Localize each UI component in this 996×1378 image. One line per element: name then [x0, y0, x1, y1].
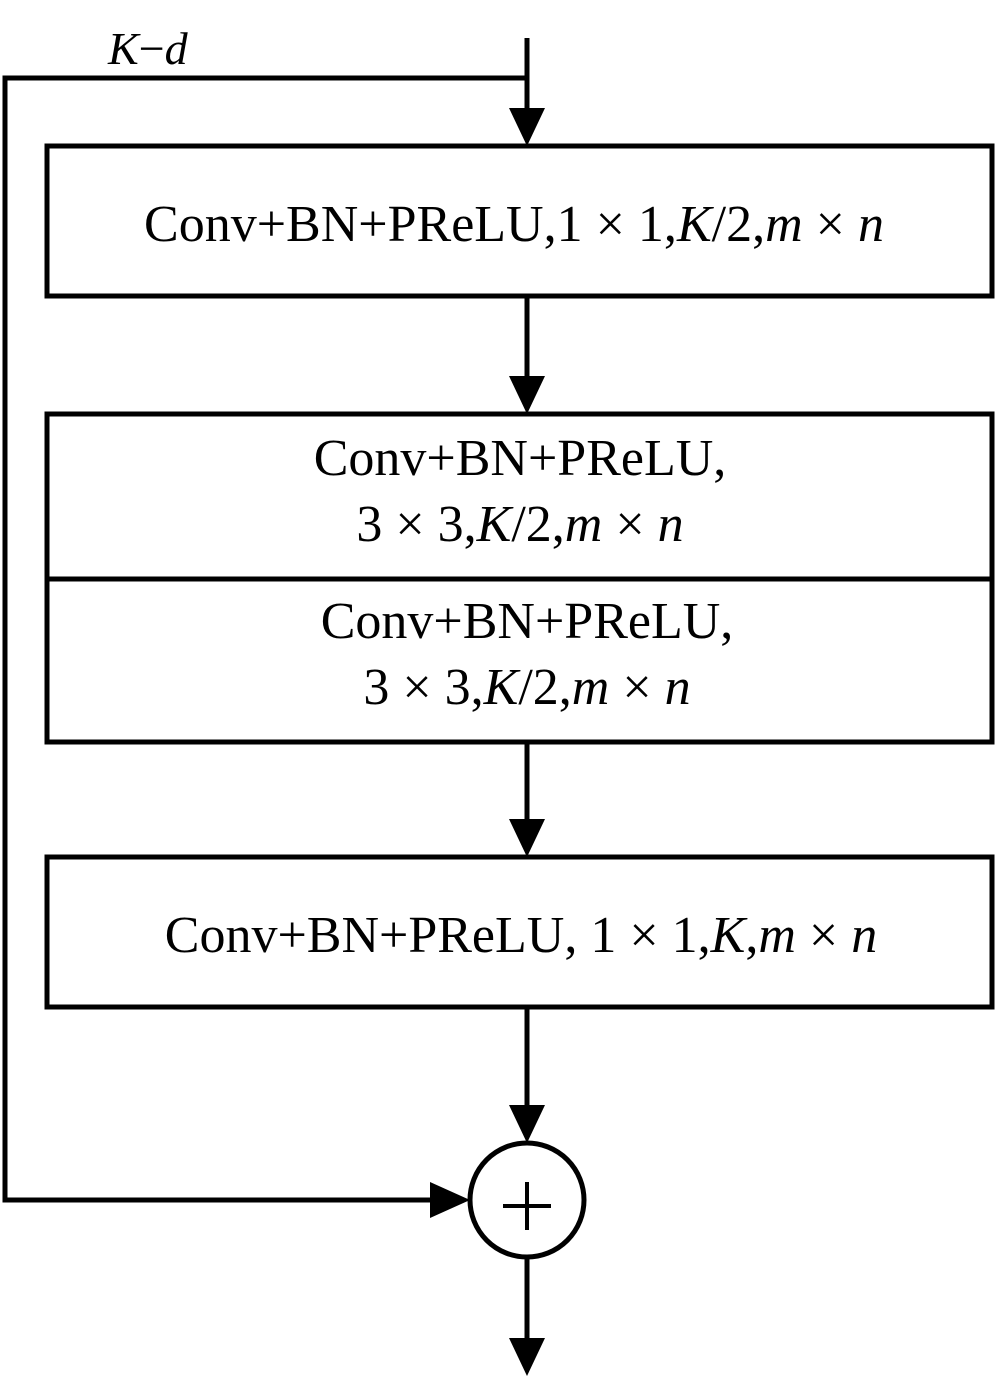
block1-k-rest: /2,: [711, 196, 766, 253]
skip-label-var1: K: [108, 23, 139, 74]
arrowhead-into-block1: [509, 108, 545, 146]
arrowhead-into-block2: [509, 376, 545, 414]
block2-line2-prefix: 3 × 3,: [356, 496, 477, 553]
block3-m: m: [571, 659, 610, 716]
block2-times: ×: [602, 496, 658, 553]
block4-label: Conv+BN+PReLU, 1 × 1,K,m × n: [165, 910, 877, 962]
block4-m: m: [758, 907, 796, 964]
block2-n: n: [657, 496, 684, 553]
block2-line1: Conv+BN+PReLU,: [313, 430, 727, 487]
block2-k: K: [476, 496, 512, 553]
block1-n: n: [857, 196, 884, 253]
block4-k: K: [710, 907, 746, 964]
skip-label-op: −: [138, 23, 165, 74]
block4-times: ×: [795, 907, 852, 964]
block1-k: K: [676, 196, 712, 253]
block3-k-rest: /2,: [518, 659, 572, 716]
skip-label-var2: d: [164, 23, 188, 74]
block-conv-1x1-first: [44, 143, 995, 299]
block2-k-rest: /2,: [511, 496, 565, 553]
block2-m: m: [564, 496, 603, 553]
block3-label: Conv+BN+PReLU, 3 × 3,K/2,m × n: [321, 596, 734, 714]
block2-label: Conv+BN+PReLU, 3 × 3,K/2,m × n: [314, 433, 727, 551]
block4-prefix: Conv+BN+PReLU, 1 × 1,: [164, 907, 711, 964]
block1-label: Conv+BN+PReLU,1 × 1,K/2,m × n: [144, 199, 884, 251]
block4-n: n: [851, 907, 878, 964]
block4-k-rest: ,: [745, 907, 759, 964]
block3-line2: 3 × 3,K/2,m × n: [321, 662, 734, 714]
block1-m: m: [765, 196, 803, 253]
arrowhead-output: [509, 1338, 545, 1376]
skip-label: K−d: [108, 26, 188, 72]
arrowhead-skip-into-sum: [430, 1182, 470, 1218]
block3-n: n: [664, 659, 691, 716]
skip-connection-line: [2, 75, 527, 1203]
block-conv-1x1-last: [44, 854, 995, 1010]
sum-node-symbol: +: [509, 1177, 541, 1233]
block1-times: ×: [802, 196, 858, 253]
arrowhead-into-sum: [509, 1105, 545, 1143]
block3-line1: Conv+BN+PReLU,: [320, 593, 734, 650]
block3-k: K: [483, 659, 519, 716]
block3-line2-prefix: 3 × 3,: [363, 659, 484, 716]
block3-times: ×: [609, 659, 665, 716]
block1-prefix: Conv+BN+PReLU,1 × 1,: [144, 196, 677, 253]
block2-line2: 3 × 3,K/2,m × n: [314, 499, 727, 551]
arrowhead-into-block4: [509, 819, 545, 857]
